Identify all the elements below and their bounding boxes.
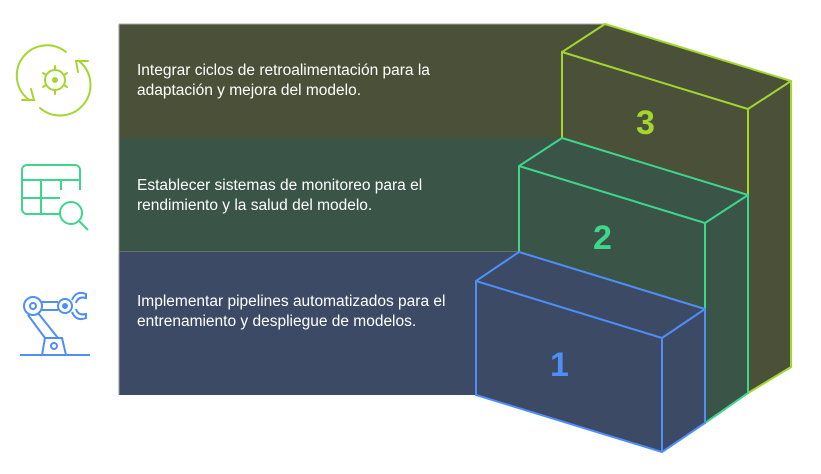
gear-cycle-icon — [15, 44, 92, 117]
robot-arm-icon — [20, 291, 90, 356]
band-2 — [119, 138, 562, 252]
step-2-text: Establecer sistemas de monitoreo para el… — [137, 177, 423, 214]
step-3-text: Integrar ciclos de retroalimentación par… — [137, 62, 430, 99]
band-3 — [119, 24, 605, 138]
step-2-number: 2 — [593, 219, 612, 257]
step-box-1 — [475, 250, 706, 454]
table-search-icon — [21, 164, 89, 231]
band-1 — [119, 252, 519, 395]
step-1-text: Implementar pipelines automatizados para… — [137, 293, 446, 330]
step-3-number: 3 — [636, 104, 655, 142]
step-1-number: 1 — [550, 346, 569, 384]
